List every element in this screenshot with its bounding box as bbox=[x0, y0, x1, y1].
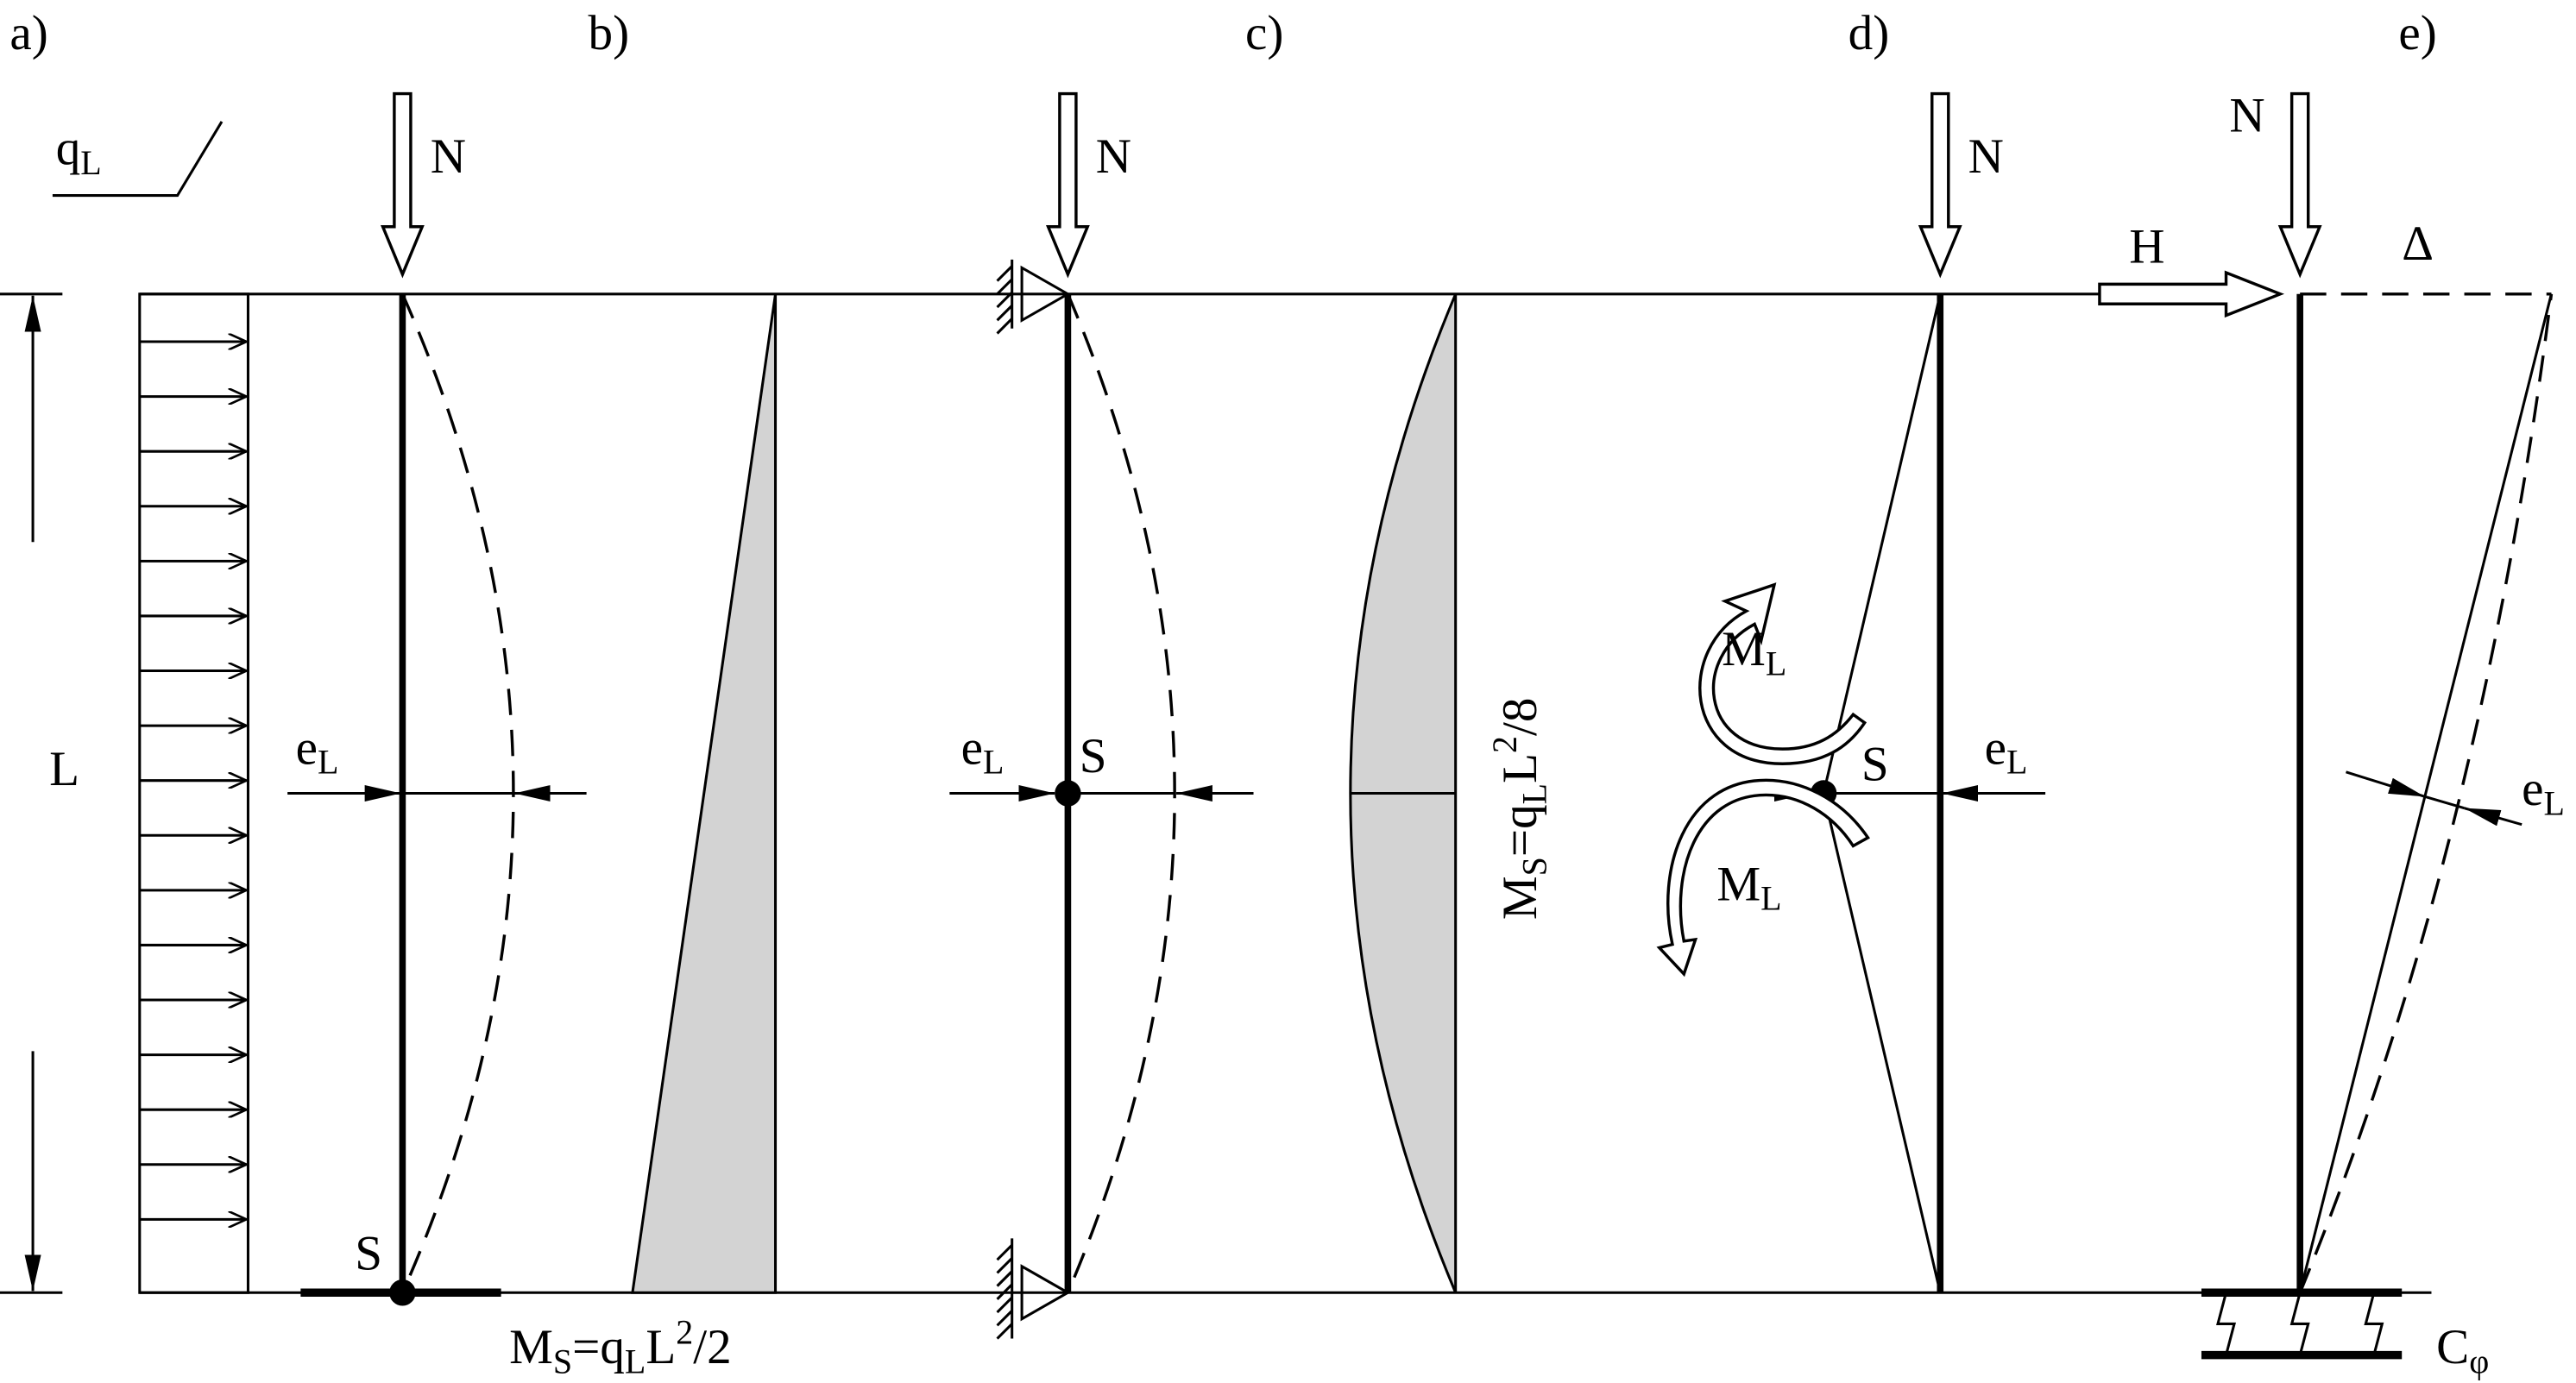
point-s-label: S bbox=[1861, 737, 1889, 791]
moment-arrow-upper: ML bbox=[1698, 582, 1867, 765]
load-leader-line bbox=[52, 121, 224, 198]
eccentricity-label: eL bbox=[961, 720, 1005, 781]
moment-formula-b: MS=qLL2/2 bbox=[509, 1312, 732, 1380]
axial-load-label: N bbox=[1096, 129, 1131, 184]
axial-load-arrow bbox=[380, 91, 425, 279]
load-arrows bbox=[139, 342, 247, 1219]
point-s-label: S bbox=[355, 1227, 382, 1281]
eccentricity-label: eL bbox=[296, 720, 339, 781]
moment-diagram-b: MS=qLL2/2 bbox=[509, 293, 778, 1381]
deflected-shape bbox=[400, 293, 515, 1293]
horizontal-load-arrow bbox=[2098, 270, 2285, 318]
distributed-load: qL bbox=[52, 121, 249, 1294]
moment-diagram-c: MS=qLL2/8 bbox=[1349, 293, 1553, 1293]
point-s-label: S bbox=[1080, 729, 1107, 783]
axial-load-label: N bbox=[2229, 88, 2264, 142]
panel-label-b: b) bbox=[589, 6, 630, 60]
column-e: N H Δ eL Cφ bbox=[2098, 88, 2565, 1381]
pin-support-bottom bbox=[996, 1238, 1071, 1340]
sway-line bbox=[2298, 293, 2553, 1293]
column-b: N S eL bbox=[287, 91, 587, 1306]
panel-label-a: a) bbox=[9, 6, 47, 60]
moment-label: ML bbox=[1716, 857, 1781, 917]
deflected-shape bbox=[2298, 293, 2554, 1293]
column-d: N S eL ML ML bbox=[1656, 91, 2046, 1293]
moment-arrow-lower: ML bbox=[1656, 778, 1870, 978]
length-label: L bbox=[49, 742, 79, 796]
panel-label-d: d) bbox=[1849, 6, 1890, 60]
rotational-spring bbox=[2201, 1288, 2403, 1360]
axial-load-arrow bbox=[1045, 91, 1090, 279]
moment-formula-c: MS=qLL2/8 bbox=[1485, 698, 1553, 921]
sway-label: Δ bbox=[2402, 217, 2434, 271]
axial-load-label: N bbox=[431, 129, 466, 184]
moment-label: ML bbox=[1722, 622, 1786, 682]
axial-load-arrow bbox=[1918, 91, 1962, 279]
axial-load-label: N bbox=[1968, 129, 2004, 184]
column-c: N S eL bbox=[949, 91, 1254, 1340]
eccentricity-label: eL bbox=[1985, 720, 2028, 781]
load-label: qL bbox=[56, 121, 102, 181]
panel-label-e: e) bbox=[2398, 6, 2436, 60]
length-dimension: L bbox=[0, 292, 79, 1294]
point-s bbox=[389, 1279, 416, 1306]
axial-load-arrow bbox=[2277, 91, 2322, 279]
pin-support-top bbox=[996, 259, 1071, 335]
spring-label: Cφ bbox=[2436, 1320, 2489, 1380]
panel-label-c: c) bbox=[1245, 6, 1283, 60]
eccentricity-label: eL bbox=[2522, 762, 2565, 822]
horizontal-load-label: H bbox=[2129, 220, 2164, 274]
